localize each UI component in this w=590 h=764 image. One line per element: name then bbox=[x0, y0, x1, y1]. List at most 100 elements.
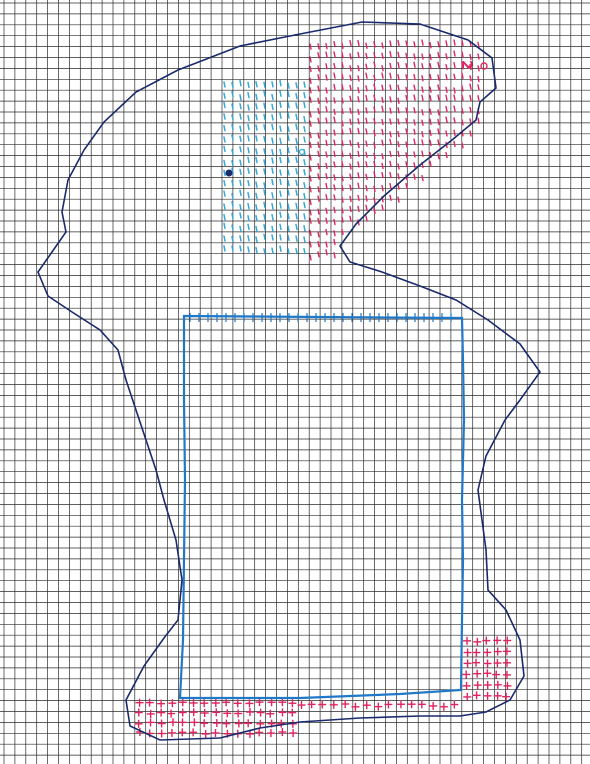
blue-dash bbox=[224, 236, 225, 241]
pink-dash bbox=[334, 73, 335, 78]
blue-dash bbox=[248, 93, 249, 98]
pink-dash bbox=[446, 54, 447, 59]
pink-dash bbox=[326, 230, 327, 235]
pink-dash bbox=[374, 208, 375, 213]
pink-dash bbox=[334, 64, 335, 69]
pink-dash bbox=[406, 64, 407, 69]
pink-dash bbox=[374, 62, 375, 67]
blue-dash bbox=[304, 93, 305, 98]
pink-dash bbox=[350, 196, 351, 201]
pink-dash bbox=[478, 42, 479, 47]
blue-dash bbox=[240, 236, 241, 241]
pink-dash bbox=[310, 218, 311, 223]
pink-dash bbox=[470, 84, 471, 89]
pink-dash bbox=[334, 140, 335, 145]
blue-dash bbox=[272, 248, 273, 253]
pink-dash bbox=[358, 76, 359, 81]
pink-dash bbox=[446, 65, 447, 70]
pink-dash bbox=[390, 97, 391, 102]
blue-dot bbox=[226, 170, 233, 177]
pink-dash bbox=[422, 120, 423, 125]
blue-dash bbox=[224, 114, 225, 119]
pink-dash bbox=[438, 53, 439, 58]
blue-dash bbox=[232, 237, 233, 242]
pink-dash bbox=[342, 176, 343, 181]
blue-dash bbox=[288, 249, 289, 254]
pink-dash bbox=[462, 108, 463, 113]
blue-dash bbox=[288, 214, 289, 219]
blue-dash bbox=[280, 212, 281, 217]
pink-dash bbox=[334, 42, 335, 47]
pink-dash bbox=[374, 153, 375, 158]
blue-dash bbox=[256, 136, 257, 141]
pink-dash bbox=[398, 75, 399, 80]
blue-dash bbox=[304, 127, 305, 132]
pink-dash bbox=[366, 43, 367, 48]
pink-dash bbox=[382, 73, 383, 78]
pink-dash bbox=[310, 166, 311, 171]
blue-dash bbox=[248, 181, 249, 186]
blue-dash bbox=[296, 157, 297, 162]
pink-dash bbox=[414, 42, 415, 47]
blue-dash bbox=[248, 105, 249, 110]
blue-dash bbox=[288, 204, 289, 209]
pink-dash bbox=[374, 75, 375, 80]
pink-dash bbox=[310, 200, 311, 205]
blue-dash bbox=[256, 205, 257, 210]
pink-dash bbox=[430, 54, 431, 59]
blue-dash bbox=[264, 225, 265, 230]
pink-dash bbox=[430, 64, 431, 69]
pink-dash bbox=[462, 73, 463, 78]
blue-dash bbox=[304, 203, 305, 208]
pink-dash bbox=[414, 152, 415, 157]
pink-dash bbox=[430, 109, 431, 114]
pink-dash bbox=[350, 96, 351, 101]
pink-dash bbox=[422, 151, 423, 156]
pink-dash bbox=[334, 220, 335, 225]
blue-dash bbox=[224, 146, 225, 151]
blue-dash bbox=[296, 169, 297, 174]
blue-dash bbox=[248, 193, 249, 198]
blue-dash bbox=[224, 215, 225, 220]
pink-dash bbox=[326, 152, 327, 157]
blue-dash bbox=[256, 94, 257, 99]
blue-dash bbox=[272, 235, 273, 240]
pink-dash bbox=[342, 129, 343, 134]
blue-dash bbox=[280, 126, 281, 131]
blue-dash bbox=[272, 125, 273, 130]
pink-dash bbox=[454, 74, 455, 79]
pink-dash bbox=[310, 112, 311, 117]
pink-dash bbox=[334, 185, 335, 190]
pink-dash bbox=[374, 143, 375, 148]
pink-dash bbox=[398, 174, 399, 179]
pink-dash bbox=[318, 118, 319, 123]
blue-dash bbox=[264, 114, 265, 119]
blue-dash bbox=[264, 214, 265, 219]
pink-dash bbox=[478, 66, 479, 71]
pink-dash bbox=[478, 85, 479, 90]
blue-dash bbox=[288, 226, 289, 231]
pink-dash bbox=[446, 131, 447, 136]
pink-dash bbox=[334, 130, 335, 135]
blue-dash bbox=[240, 95, 241, 100]
pink-dash bbox=[454, 130, 455, 135]
pink-dash bbox=[358, 195, 359, 200]
blue-dash bbox=[296, 203, 297, 208]
pink-dash bbox=[430, 87, 431, 92]
pink-dash bbox=[334, 98, 335, 103]
pink-dash bbox=[334, 117, 335, 122]
pink-dash bbox=[382, 173, 383, 178]
pink-dash bbox=[358, 88, 359, 93]
blue-dash bbox=[240, 104, 241, 109]
pink-dash bbox=[342, 197, 343, 202]
blue-dash bbox=[224, 170, 225, 175]
pink-dash bbox=[374, 172, 375, 177]
blue-dash bbox=[280, 91, 281, 96]
pink-dash bbox=[422, 40, 423, 45]
pink-dash bbox=[414, 108, 415, 113]
pink-dash bbox=[358, 128, 359, 133]
pink-dash bbox=[366, 108, 367, 113]
blue-dash bbox=[272, 82, 273, 87]
blue-dash bbox=[264, 202, 265, 207]
blue-dash bbox=[280, 235, 281, 240]
